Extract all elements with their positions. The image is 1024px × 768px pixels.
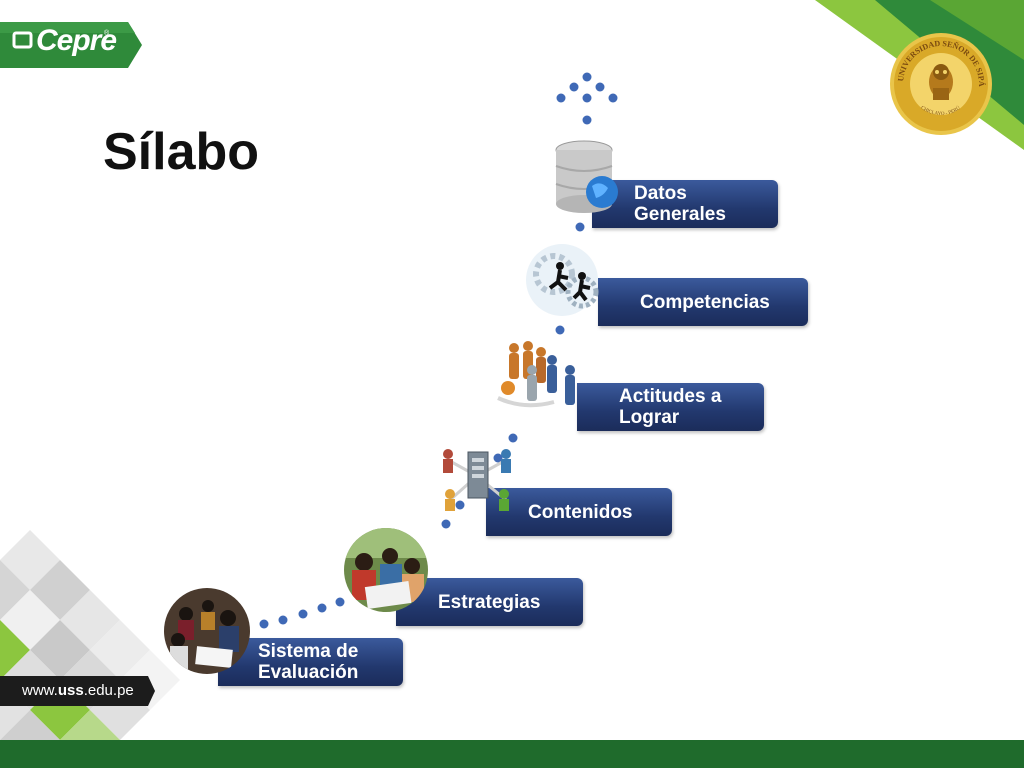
step-label-text: Datos Generales bbox=[634, 183, 726, 225]
step-estrategias: Estrategias bbox=[396, 578, 583, 626]
students-exam-photo bbox=[164, 588, 250, 674]
website-url-text: www.uss.edu.pe bbox=[22, 682, 134, 699]
cepre-logo-text: Cepre bbox=[36, 24, 117, 57]
step-competencias: Competencias bbox=[598, 278, 808, 326]
step-label-text: Estrategias bbox=[438, 591, 541, 613]
database-globe-icon bbox=[555, 140, 618, 213]
website-url-tag bbox=[0, 676, 155, 706]
university-seal-logo: UNIVERSIDAD SEÑOR DE SIPÁN CHICLAYO - PE… bbox=[889, 32, 992, 135]
step-label-text: Actitudes a Lograr bbox=[619, 386, 722, 428]
registered-mark: ® bbox=[104, 30, 110, 37]
step-contenidos: Contenidos bbox=[486, 488, 672, 536]
cepre-logo-banner bbox=[0, 22, 142, 68]
footer-bar bbox=[0, 740, 1024, 768]
team-people-icon bbox=[497, 341, 575, 408]
step-datos-generales: Datos Generales bbox=[592, 180, 778, 228]
competition-gears-icon bbox=[526, 244, 599, 316]
step-label-text: Sistema de Evaluación bbox=[258, 641, 359, 683]
page-title: Sílabo bbox=[103, 123, 260, 181]
step-sistema-de-evaluacion: Sistema de Evaluación bbox=[218, 638, 403, 686]
server-network-icon bbox=[443, 449, 511, 511]
students-group-photo bbox=[344, 528, 428, 612]
step-label-text: Contenidos bbox=[528, 501, 633, 523]
step-actitudes-a-lograr: Actitudes a Lograr bbox=[577, 383, 764, 431]
step-label-text: Competencias bbox=[640, 291, 770, 313]
